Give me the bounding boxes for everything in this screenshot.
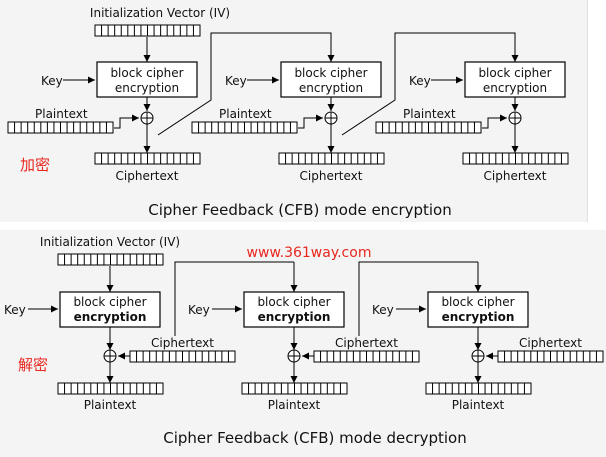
dec-plaintext-block-1 bbox=[57, 382, 164, 395]
dec-plaintext-label-2: Plaintext bbox=[268, 398, 321, 412]
dec-ciphertext-block-3 bbox=[497, 350, 604, 363]
enc-tag: 加密 bbox=[20, 156, 50, 174]
enc-cipher-box-1 bbox=[96, 61, 198, 98]
dec-cipher-box-3 bbox=[427, 291, 529, 328]
dec-iv-label: Initialization Vector (IV) bbox=[40, 235, 180, 249]
enc-plaintext-label-2: Plaintext bbox=[219, 107, 272, 121]
enc-plaintext-block-2 bbox=[191, 121, 298, 134]
dec-block-3-line2: encryption bbox=[442, 310, 515, 324]
enc-block-3-line2: encryption bbox=[483, 81, 547, 95]
enc-block-1-line2: encryption bbox=[115, 81, 179, 95]
dec-plaintext-block-3 bbox=[425, 382, 532, 395]
enc-ciphertext-block-1 bbox=[94, 152, 201, 165]
enc-xor-3 bbox=[508, 111, 522, 125]
dec-plaintext-block-2 bbox=[241, 382, 348, 395]
enc-plaintext-arrow-2 bbox=[298, 114, 323, 129]
enc-ciphertext-block-3 bbox=[462, 152, 569, 165]
dec-block-1-line1: block cipher bbox=[73, 295, 146, 309]
dec-tag: 解密 bbox=[18, 356, 48, 374]
dec-plaintext-label-3: Plaintext bbox=[452, 398, 505, 412]
watermark: www.361way.com bbox=[247, 245, 372, 261]
enc-cipher-box-2 bbox=[280, 61, 382, 98]
encryption-panel bbox=[0, 0, 588, 222]
dec-key-label-3: Key bbox=[372, 303, 394, 317]
dec-caption: Cipher Feedback (CFB) mode decryption bbox=[163, 429, 467, 447]
enc-iv-label: Initialization Vector (IV) bbox=[90, 6, 230, 20]
enc-key-label-1: Key bbox=[41, 74, 63, 88]
dec-key-label-1: Key bbox=[4, 303, 26, 317]
enc-xor-2 bbox=[324, 111, 338, 125]
enc-ciphertext-block-2 bbox=[278, 152, 385, 165]
dec-ciphertext-label-3: Ciphertext bbox=[519, 336, 582, 350]
dec-key-label-2: Key bbox=[188, 303, 210, 317]
enc-plaintext-block-3 bbox=[375, 121, 482, 134]
enc-key-label-3: Key bbox=[409, 74, 431, 88]
dec-ciphertext-block-2 bbox=[313, 350, 420, 363]
dec-plaintext-label-1: Plaintext bbox=[84, 398, 137, 412]
decryption-panel bbox=[0, 230, 606, 457]
dec-ciphertext-label-1: Ciphertext bbox=[151, 336, 214, 350]
dec-block-2-line2: encryption bbox=[258, 310, 331, 324]
enc-feedback-1 bbox=[157, 32, 335, 136]
dec-iv-block bbox=[57, 253, 164, 266]
enc-cipher-box-3 bbox=[464, 61, 566, 98]
enc-ciphertext-label-2: Ciphertext bbox=[300, 169, 363, 183]
enc-block-2-line2: encryption bbox=[299, 81, 363, 95]
enc-key-label-2: Key bbox=[225, 74, 247, 88]
enc-plaintext-label-3: Plaintext bbox=[403, 107, 456, 121]
dec-block-2-line1: block cipher bbox=[257, 295, 330, 309]
enc-plaintext-arrow-1 bbox=[114, 114, 139, 129]
dec-cipher-box-2 bbox=[243, 291, 345, 328]
dec-ciphertext-block-1 bbox=[129, 350, 236, 363]
dec-block-3-line1: block cipher bbox=[441, 295, 514, 309]
enc-ciphertext-label-3: Ciphertext bbox=[484, 169, 547, 183]
enc-ciphertext-label-1: Ciphertext bbox=[116, 169, 179, 183]
enc-plaintext-arrow-3 bbox=[482, 114, 507, 129]
enc-plaintext-label-1: Plaintext bbox=[35, 107, 88, 121]
dec-ciphertext-label-2: Ciphertext bbox=[335, 336, 398, 350]
dec-cipher-box-1 bbox=[59, 291, 161, 328]
enc-iv-block bbox=[94, 24, 201, 37]
dec-feedback-2a bbox=[358, 261, 478, 336]
enc-plaintext-block-1 bbox=[7, 121, 114, 134]
enc-block-1-line1: block cipher bbox=[110, 66, 183, 80]
enc-block-3-line1: block cipher bbox=[478, 66, 551, 80]
dec-block-1-line2: encryption bbox=[74, 310, 147, 324]
enc-feedback-2 bbox=[341, 32, 519, 136]
dec-xor-2 bbox=[287, 349, 301, 363]
dec-xor-1 bbox=[103, 349, 117, 363]
dec-feedback-1a bbox=[174, 261, 294, 336]
enc-xor-1 bbox=[140, 111, 154, 125]
enc-caption: Cipher Feedback (CFB) mode encryption bbox=[148, 201, 452, 219]
dec-xor-3 bbox=[471, 349, 485, 363]
enc-block-2-line1: block cipher bbox=[294, 66, 367, 80]
